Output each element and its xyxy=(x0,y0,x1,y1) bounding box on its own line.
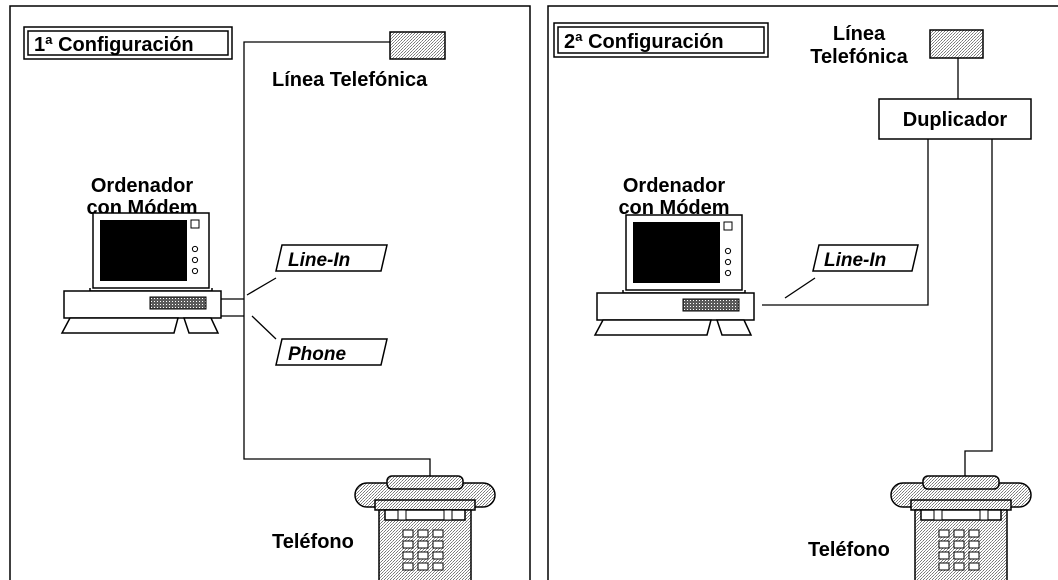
config-1-telephone-label: Teléfono xyxy=(272,531,354,553)
config-1-computer-label-line1: Ordenador xyxy=(91,175,193,197)
config-2-splitter-box xyxy=(878,98,1032,140)
config-1-line-in-label: Line-In xyxy=(288,250,350,271)
config-2-panel: 2ª Configuración Línea Telefónica Duplic… xyxy=(547,5,1058,580)
config-2-line-in-tag: Line-In xyxy=(812,244,919,272)
config-2-telephone-line-label-line2: Telefónica xyxy=(810,46,908,68)
config-1-phone-label: Phone xyxy=(288,344,346,365)
config-2-computer-label-line2: con Módem xyxy=(618,197,729,219)
config-1-telephone-line-label: Línea Telefónica xyxy=(272,69,428,91)
config-1-phone-tag: Phone xyxy=(275,338,388,366)
config-2-splitter-label: Duplicador xyxy=(903,109,1008,131)
config-1-wall-socket xyxy=(389,31,446,60)
config-2-title: 2ª Configuración xyxy=(564,31,724,53)
config-1-wiring xyxy=(221,41,431,476)
config-1-title-box xyxy=(23,26,233,60)
config-2-telephone-line-label-line1: Línea xyxy=(833,23,886,45)
config-2-title-box xyxy=(553,22,769,58)
config-1-title: 1ª Configuración xyxy=(34,34,194,56)
config-2-wall-socket xyxy=(929,29,984,59)
config-2-telephone-label: Teléfono xyxy=(808,539,890,561)
config-1-line-in-tag: Line-In xyxy=(275,244,388,272)
config-1-panel: 1ª Configuración Línea Telefónica Ordena… xyxy=(9,5,531,580)
config-2-computer-label-line1: Ordenador xyxy=(623,175,725,197)
config-2-line-in-label: Line-In xyxy=(824,250,886,271)
config-2-wiring xyxy=(762,58,993,476)
